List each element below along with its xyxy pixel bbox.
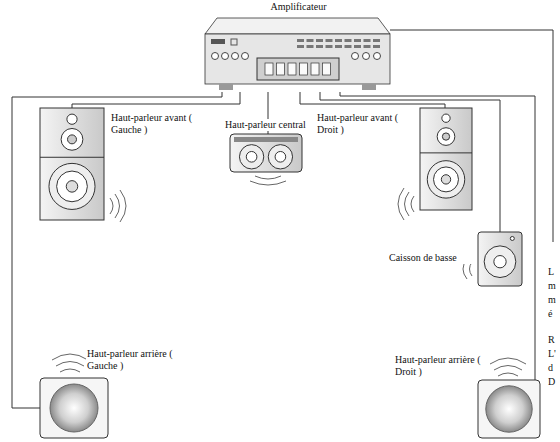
cube-drawing	[478, 380, 540, 438]
cropped-note-text: L'	[548, 348, 556, 360]
center-drawing	[230, 134, 302, 172]
cropped-note-text: d	[548, 362, 553, 374]
cropped-note-text: m	[548, 294, 556, 306]
speaker: Haut-parleur central	[230, 134, 302, 172]
cropped-note-text: é	[548, 308, 552, 320]
speaker: Haut-parleur avant ( Gauche )	[40, 108, 104, 220]
sub-drawing	[478, 232, 522, 286]
tower-drawing	[420, 108, 472, 210]
speaker: Haut-parleur arrière ( Gauche )	[40, 378, 108, 438]
speaker: Haut-parleur avant ( Droit )	[420, 108, 472, 210]
speaker-wire	[12, 92, 222, 408]
tower-drawing	[40, 108, 104, 220]
speaker: Caisson de basse	[478, 232, 522, 286]
cropped-note-text: D	[548, 376, 555, 388]
speaker-label: Caisson de basse	[388, 252, 474, 264]
amp-lead-wire	[390, 30, 553, 242]
amp-drawing	[205, 18, 390, 92]
cropped-note-text: m	[548, 280, 556, 292]
cube-drawing	[40, 378, 108, 438]
speaker-label: Haut-parleur arrière ( Droit )	[394, 354, 482, 378]
speaker-label: Haut-parleur arrière ( Gauche )	[86, 348, 180, 372]
speaker: Haut-parleur arrière ( Droit )	[478, 380, 540, 438]
cropped-note-text: L	[548, 266, 554, 278]
speaker-label: Haut-parleur avant ( Gauche )	[110, 112, 204, 136]
speaker-label: Haut-parleur avant ( Droit )	[316, 112, 418, 136]
speaker-label: Amplificateur	[200, 1, 397, 13]
cropped-note-text: R	[548, 334, 555, 346]
speaker-wire	[72, 92, 240, 108]
amplifier: Amplificateur	[205, 18, 390, 92]
speaker-label: Haut-parleur central	[224, 119, 316, 131]
